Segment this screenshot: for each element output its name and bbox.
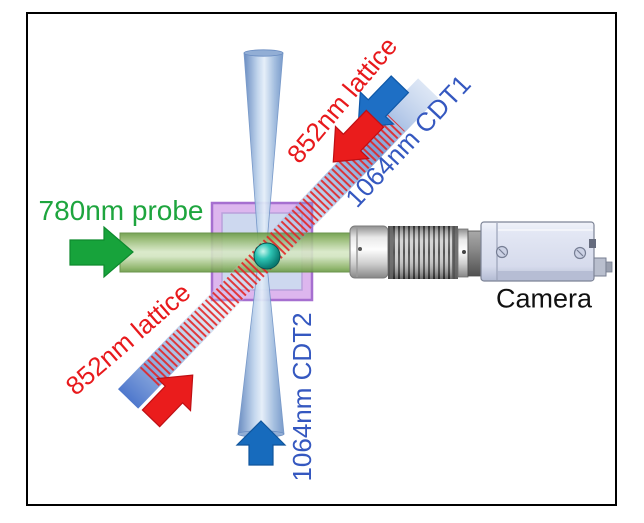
probe-label: 780nm probe [38,195,204,226]
probe-arrow-icon [69,225,134,279]
camera-port [589,239,596,248]
lattice-arrow-lower-icon [141,374,194,428]
lattice-arrow-upper-icon [332,109,385,163]
lens-mount [467,230,483,277]
atom-cloud [253,242,281,270]
lens-tube [349,225,389,279]
imaging-system [349,221,613,282]
cdt2-arrow-icon [235,420,287,466]
camera-label: Camera [495,283,593,314]
cdt2-label: 1064nm CDT2 [287,312,317,482]
cdt2-beam-top-cap [243,49,284,57]
lens-screw [358,247,362,251]
camera-connector [593,257,607,277]
camera-body [480,221,595,282]
camera-connector-nub [605,261,613,273]
camera-body-shadow [498,271,593,280]
